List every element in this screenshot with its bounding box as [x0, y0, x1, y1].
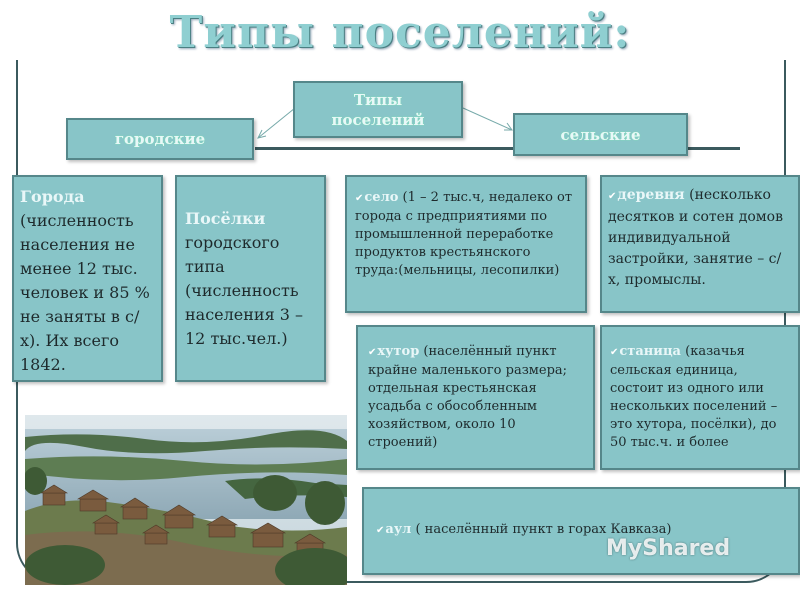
check-icon: ✔ — [376, 525, 385, 536]
slide-title: Типы поселений: — [0, 6, 800, 60]
cities-text: (численность населения не менее 12 тыс. … — [20, 211, 150, 374]
root-box: Типы поселений — [293, 81, 463, 138]
settlements-keyword: Посёлки — [185, 209, 266, 228]
stanitsa-keyword: станица — [619, 344, 681, 359]
stanitsa-text: (казачья сельская единица, состоит из од… — [610, 344, 778, 450]
derevnya-keyword: деревня — [617, 187, 685, 203]
selo-keyword: село — [364, 190, 399, 205]
derevnya-text: (несколько десятков и сотен домов индиви… — [608, 187, 783, 288]
check-icon: ✔ — [368, 347, 377, 358]
aul-box: ✔аул ( населённый пункт в горах Кавказа) — [362, 487, 800, 575]
root-box-line1: Типы — [353, 90, 403, 109]
selo-box: ✔село (1 – 2 тыс.ч, недалеко от города с… — [345, 175, 587, 313]
divider-line — [255, 147, 740, 150]
rural-header: сельские — [513, 113, 688, 156]
khutor-text: (населённый пункт крайне маленького разм… — [368, 344, 568, 450]
aul-text: ( населённый пункт в горах Кавказа) — [411, 522, 672, 537]
cities-keyword: Города — [20, 187, 85, 206]
urban-header: городские — [66, 118, 254, 160]
photo-image — [25, 415, 347, 585]
check-icon: ✔ — [610, 347, 619, 358]
stanitsa-box: ✔станица (казачья сельская единица, сост… — [600, 325, 800, 470]
aul-keyword: аул — [385, 522, 412, 537]
check-icon: ✔ — [608, 191, 617, 202]
settlements-box: Посёлки городского типа (численность нас… — [175, 175, 326, 382]
settlements-text: городского типа (численность населения 3… — [185, 233, 304, 348]
derevnya-box: ✔деревня (несколько десятков и сотен дом… — [600, 175, 800, 313]
selo-text: (1 – 2 тыс.ч, недалеко от города с предп… — [355, 190, 573, 278]
watermark: MyShared — [606, 536, 731, 561]
village-landscape-photo — [25, 415, 347, 585]
cities-box: Города (численность населения не менее 1… — [12, 175, 163, 382]
khutor-keyword: хутор — [377, 344, 420, 359]
root-box-line2: поселений — [331, 110, 425, 129]
khutor-box: ✔хутор (населённый пункт крайне маленько… — [356, 325, 595, 470]
check-icon: ✔ — [355, 193, 364, 204]
